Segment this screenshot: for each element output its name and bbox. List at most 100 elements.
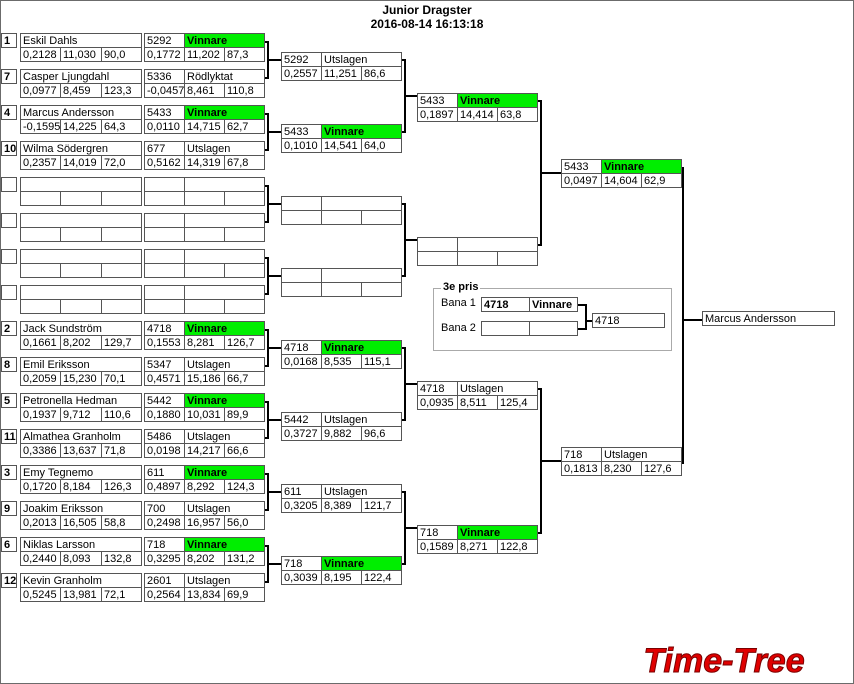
car-number: 718 [281, 556, 322, 571]
final-connector [682, 167, 684, 464]
reaction-time: 0,3039 [281, 570, 322, 585]
speed: 87,3 [224, 47, 265, 62]
car-number: 5347 [144, 357, 185, 372]
car-number: 5336 [144, 69, 185, 84]
elapsed-time: 8,389 [321, 498, 362, 513]
result-badge: Vinnare [184, 393, 265, 408]
bana2-number [481, 321, 530, 336]
bracket-connector [404, 239, 417, 241]
result-badge [321, 196, 402, 211]
result-badge [184, 177, 265, 192]
speed [361, 282, 402, 297]
result-badge: Vinnare [184, 321, 265, 336]
reaction-time: 0,1553 [144, 335, 185, 350]
result-badge: Vinnare [601, 159, 682, 174]
elapsed-time: 8,230 [601, 461, 642, 476]
elapsed-time: 16,957 [184, 515, 225, 530]
result-badge: Vinnare [321, 556, 402, 571]
car-number: 4718 [417, 381, 458, 396]
bracket-connector [267, 563, 281, 565]
elapsed-time: 8,093 [60, 551, 102, 566]
car-number: 718 [144, 537, 185, 552]
third-place-winner: 4718 [592, 313, 665, 328]
reaction-time: 0,1813 [561, 461, 602, 476]
driver-name: Joakim Eriksson [20, 501, 142, 516]
car-number: 5486 [144, 429, 185, 444]
speed: 72,0 [101, 155, 142, 170]
elapsed-time: 8,511 [457, 395, 498, 410]
elapsed-time: 8,202 [184, 551, 225, 566]
bracket-connector [404, 527, 417, 529]
elapsed-time: 11,030 [60, 47, 102, 62]
result-badge: Vinnare [321, 124, 402, 139]
reaction-time: 0,1010 [281, 138, 322, 153]
speed: 63,8 [497, 107, 538, 122]
reaction-time [144, 227, 185, 242]
logo-text: Time-Tree [643, 642, 804, 678]
elapsed-time: 8,271 [457, 539, 498, 554]
driver-name: Wilma Södergren [20, 141, 142, 156]
driver-name: Emy Tegnemo [20, 465, 142, 480]
speed [224, 299, 265, 314]
speed: 115,1 [361, 354, 402, 369]
elapsed-time: 8,202 [60, 335, 102, 350]
result-badge: Utslagen [184, 141, 265, 156]
reaction-time [144, 299, 185, 314]
seed-label: 11 [1, 429, 17, 444]
reaction-time: 0,5162 [144, 155, 185, 170]
elapsed-time [60, 191, 102, 206]
elapsed-time: 11,251 [321, 66, 362, 81]
reaction-time: 0,4897 [144, 479, 185, 494]
elapsed-time: 8,281 [184, 335, 225, 350]
elapsed-time [60, 263, 102, 278]
reaction-time: 0,1880 [144, 407, 185, 422]
elapsed-time [60, 299, 102, 314]
result-badge [457, 237, 538, 252]
result-badge [184, 249, 265, 264]
reaction-time: 0,2059 [20, 371, 61, 386]
speed: 56,0 [224, 515, 265, 530]
car-number: 611 [281, 484, 322, 499]
speed: 90,0 [101, 47, 142, 62]
result-badge: Utslagen [184, 501, 265, 516]
reaction-time: 0,2357 [20, 155, 61, 170]
car-number [144, 213, 185, 228]
seed-label: 7 [1, 69, 17, 84]
result-badge [321, 268, 402, 283]
car-number [144, 249, 185, 264]
reaction-time: 0,0110 [144, 119, 185, 134]
speed: 132,8 [101, 551, 142, 566]
speed: 125,4 [497, 395, 538, 410]
speed: 126,7 [224, 335, 265, 350]
reaction-time [20, 299, 61, 314]
elapsed-time: 14,225 [60, 119, 102, 134]
third-connector [578, 304, 586, 306]
result-badge: Utslagen [184, 429, 265, 444]
reaction-time: 0,1661 [20, 335, 61, 350]
elapsed-time: 9,882 [321, 426, 362, 441]
reaction-time: 0,2498 [144, 515, 185, 530]
speed: 126,3 [101, 479, 142, 494]
seed-label: 9 [1, 501, 17, 516]
elapsed-time: 8,195 [321, 570, 362, 585]
car-number [144, 285, 185, 300]
elapsed-time: 8,292 [184, 479, 225, 494]
car-number: 677 [144, 141, 185, 156]
bracket-connector [267, 131, 281, 133]
result-badge: Vinnare [184, 33, 265, 48]
elapsed-time [184, 227, 225, 242]
seed-label: 8 [1, 357, 17, 372]
speed: 131,2 [224, 551, 265, 566]
reaction-time: 0,3295 [144, 551, 185, 566]
reaction-time: -0,1595 [20, 119, 61, 134]
speed: 67,8 [224, 155, 265, 170]
seed-label [1, 249, 17, 264]
speed [224, 263, 265, 278]
car-number: 4718 [144, 321, 185, 336]
champion-name: Marcus Andersson [702, 311, 835, 326]
bracket-connector [267, 203, 281, 205]
reaction-time [417, 251, 458, 266]
car-number: 5433 [417, 93, 458, 108]
reaction-time: 0,3205 [281, 498, 322, 513]
driver-name: Emil Eriksson [20, 357, 142, 372]
